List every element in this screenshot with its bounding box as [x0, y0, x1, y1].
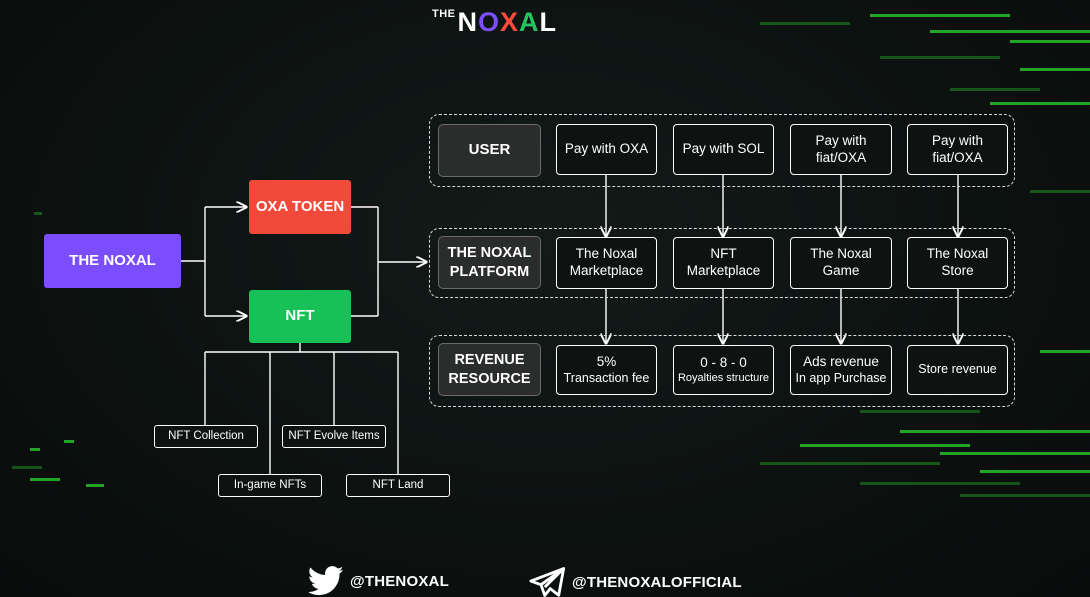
revenue-cell-ads-in-app: Ads revenue In app Purchase: [790, 345, 892, 395]
platform-cell-noxal-marketplace: The Noxal Marketplace: [556, 237, 657, 289]
revenue-cell-royalties: 0 - 8 - 0 Royalties structure: [673, 345, 774, 395]
platform-cell-noxal-game: The Noxal Game: [790, 237, 892, 289]
revenue-line2: In app Purchase: [795, 370, 887, 385]
revenue-cell-transaction-fee: 5% Transaction fee: [556, 345, 657, 395]
revenue-line1: Store revenue: [918, 362, 997, 377]
logo-letter: A: [519, 7, 540, 37]
logo-the-text: THE: [432, 8, 456, 20]
revenue-row-group: [429, 335, 1015, 407]
platform-row-label: THE NOXAL PLATFORM: [438, 236, 541, 289]
revenue-line1: 5%: [596, 353, 617, 369]
nft-collection-node: NFT Collection: [154, 425, 258, 448]
user-cell-pay-sol: Pay with SOL: [673, 124, 774, 175]
oxa-token-node: OXA TOKEN: [249, 180, 351, 234]
logo-letter: N: [457, 7, 478, 37]
in-game-nfts-node: In-game NFTs: [218, 474, 322, 497]
the-noxal-root-node: THE NOXAL: [44, 234, 181, 288]
logo-letter: X: [500, 7, 520, 37]
nft-node: NFT: [249, 290, 351, 343]
telegram-link[interactable]: @THENOXALOFFICIAL: [528, 566, 742, 597]
revenue-line1: Ads revenue: [803, 353, 879, 369]
revenue-line1: 0 - 8 - 0: [700, 354, 747, 370]
logo-letter: L: [539, 7, 558, 37]
user-row-label: USER: [438, 124, 541, 177]
revenue-cell-store-revenue: Store revenue: [907, 345, 1008, 395]
user-row-group: [429, 114, 1015, 187]
platform-cell-noxal-store: The Noxal Store: [907, 237, 1008, 289]
nft-land-node: NFT Land: [346, 474, 450, 497]
platform-cell-nft-marketplace: NFT Marketplace: [673, 237, 774, 289]
twitter-link[interactable]: @THENOXAL: [308, 566, 449, 596]
user-cell-pay-fiat-oxa-2: Pay with fiat/OXA: [907, 124, 1008, 175]
revenue-row-label: REVENUE RESOURCE: [438, 343, 541, 396]
user-cell-pay-oxa: Pay with OXA: [556, 124, 657, 175]
nft-evolve-items-node: NFT Evolve Items: [282, 425, 386, 448]
revenue-line2: Royalties structure: [677, 371, 770, 384]
logo-letter: O: [478, 7, 501, 37]
revenue-line2: Transaction fee: [563, 370, 650, 385]
logo-main-text: NOXAL: [458, 6, 558, 38]
twitter-handle: @THENOXAL: [350, 572, 449, 590]
telegram-handle: @THENOXALOFFICIAL: [572, 573, 742, 591]
noxal-logo: THE NOXAL: [432, 6, 602, 38]
user-cell-pay-fiat-oxa-1: Pay with fiat/OXA: [790, 124, 892, 175]
platform-row-group: [429, 228, 1015, 298]
twitter-bird-icon: [308, 566, 344, 596]
telegram-plane-icon: [529, 567, 566, 597]
